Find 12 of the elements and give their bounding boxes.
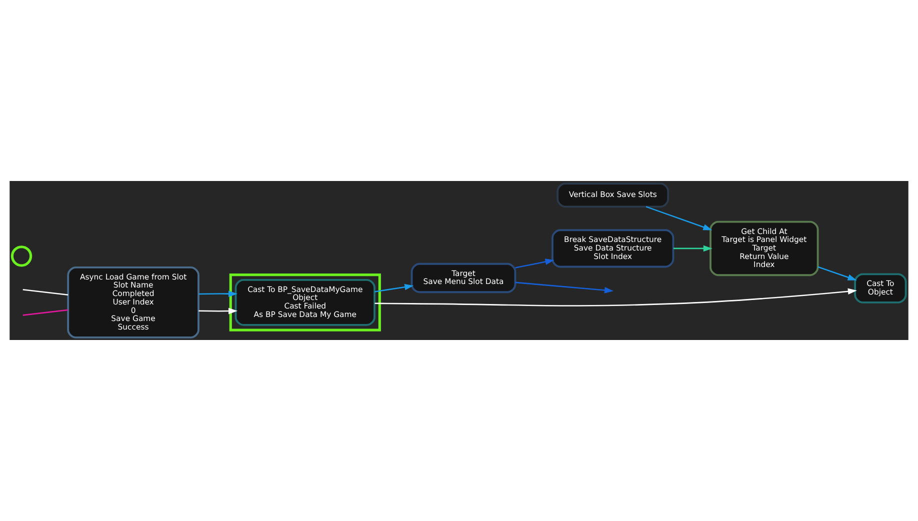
arrow (515, 258, 554, 268)
arrow (374, 288, 857, 306)
node-circle (10, 246, 32, 267)
arrow (198, 308, 238, 314)
arrow (515, 282, 614, 294)
arrow (646, 206, 712, 230)
arrow (374, 284, 414, 292)
arrow (673, 245, 712, 252)
connector (22, 309, 68, 316)
arrow (198, 290, 238, 297)
connector (22, 289, 68, 296)
arrow (818, 266, 857, 280)
